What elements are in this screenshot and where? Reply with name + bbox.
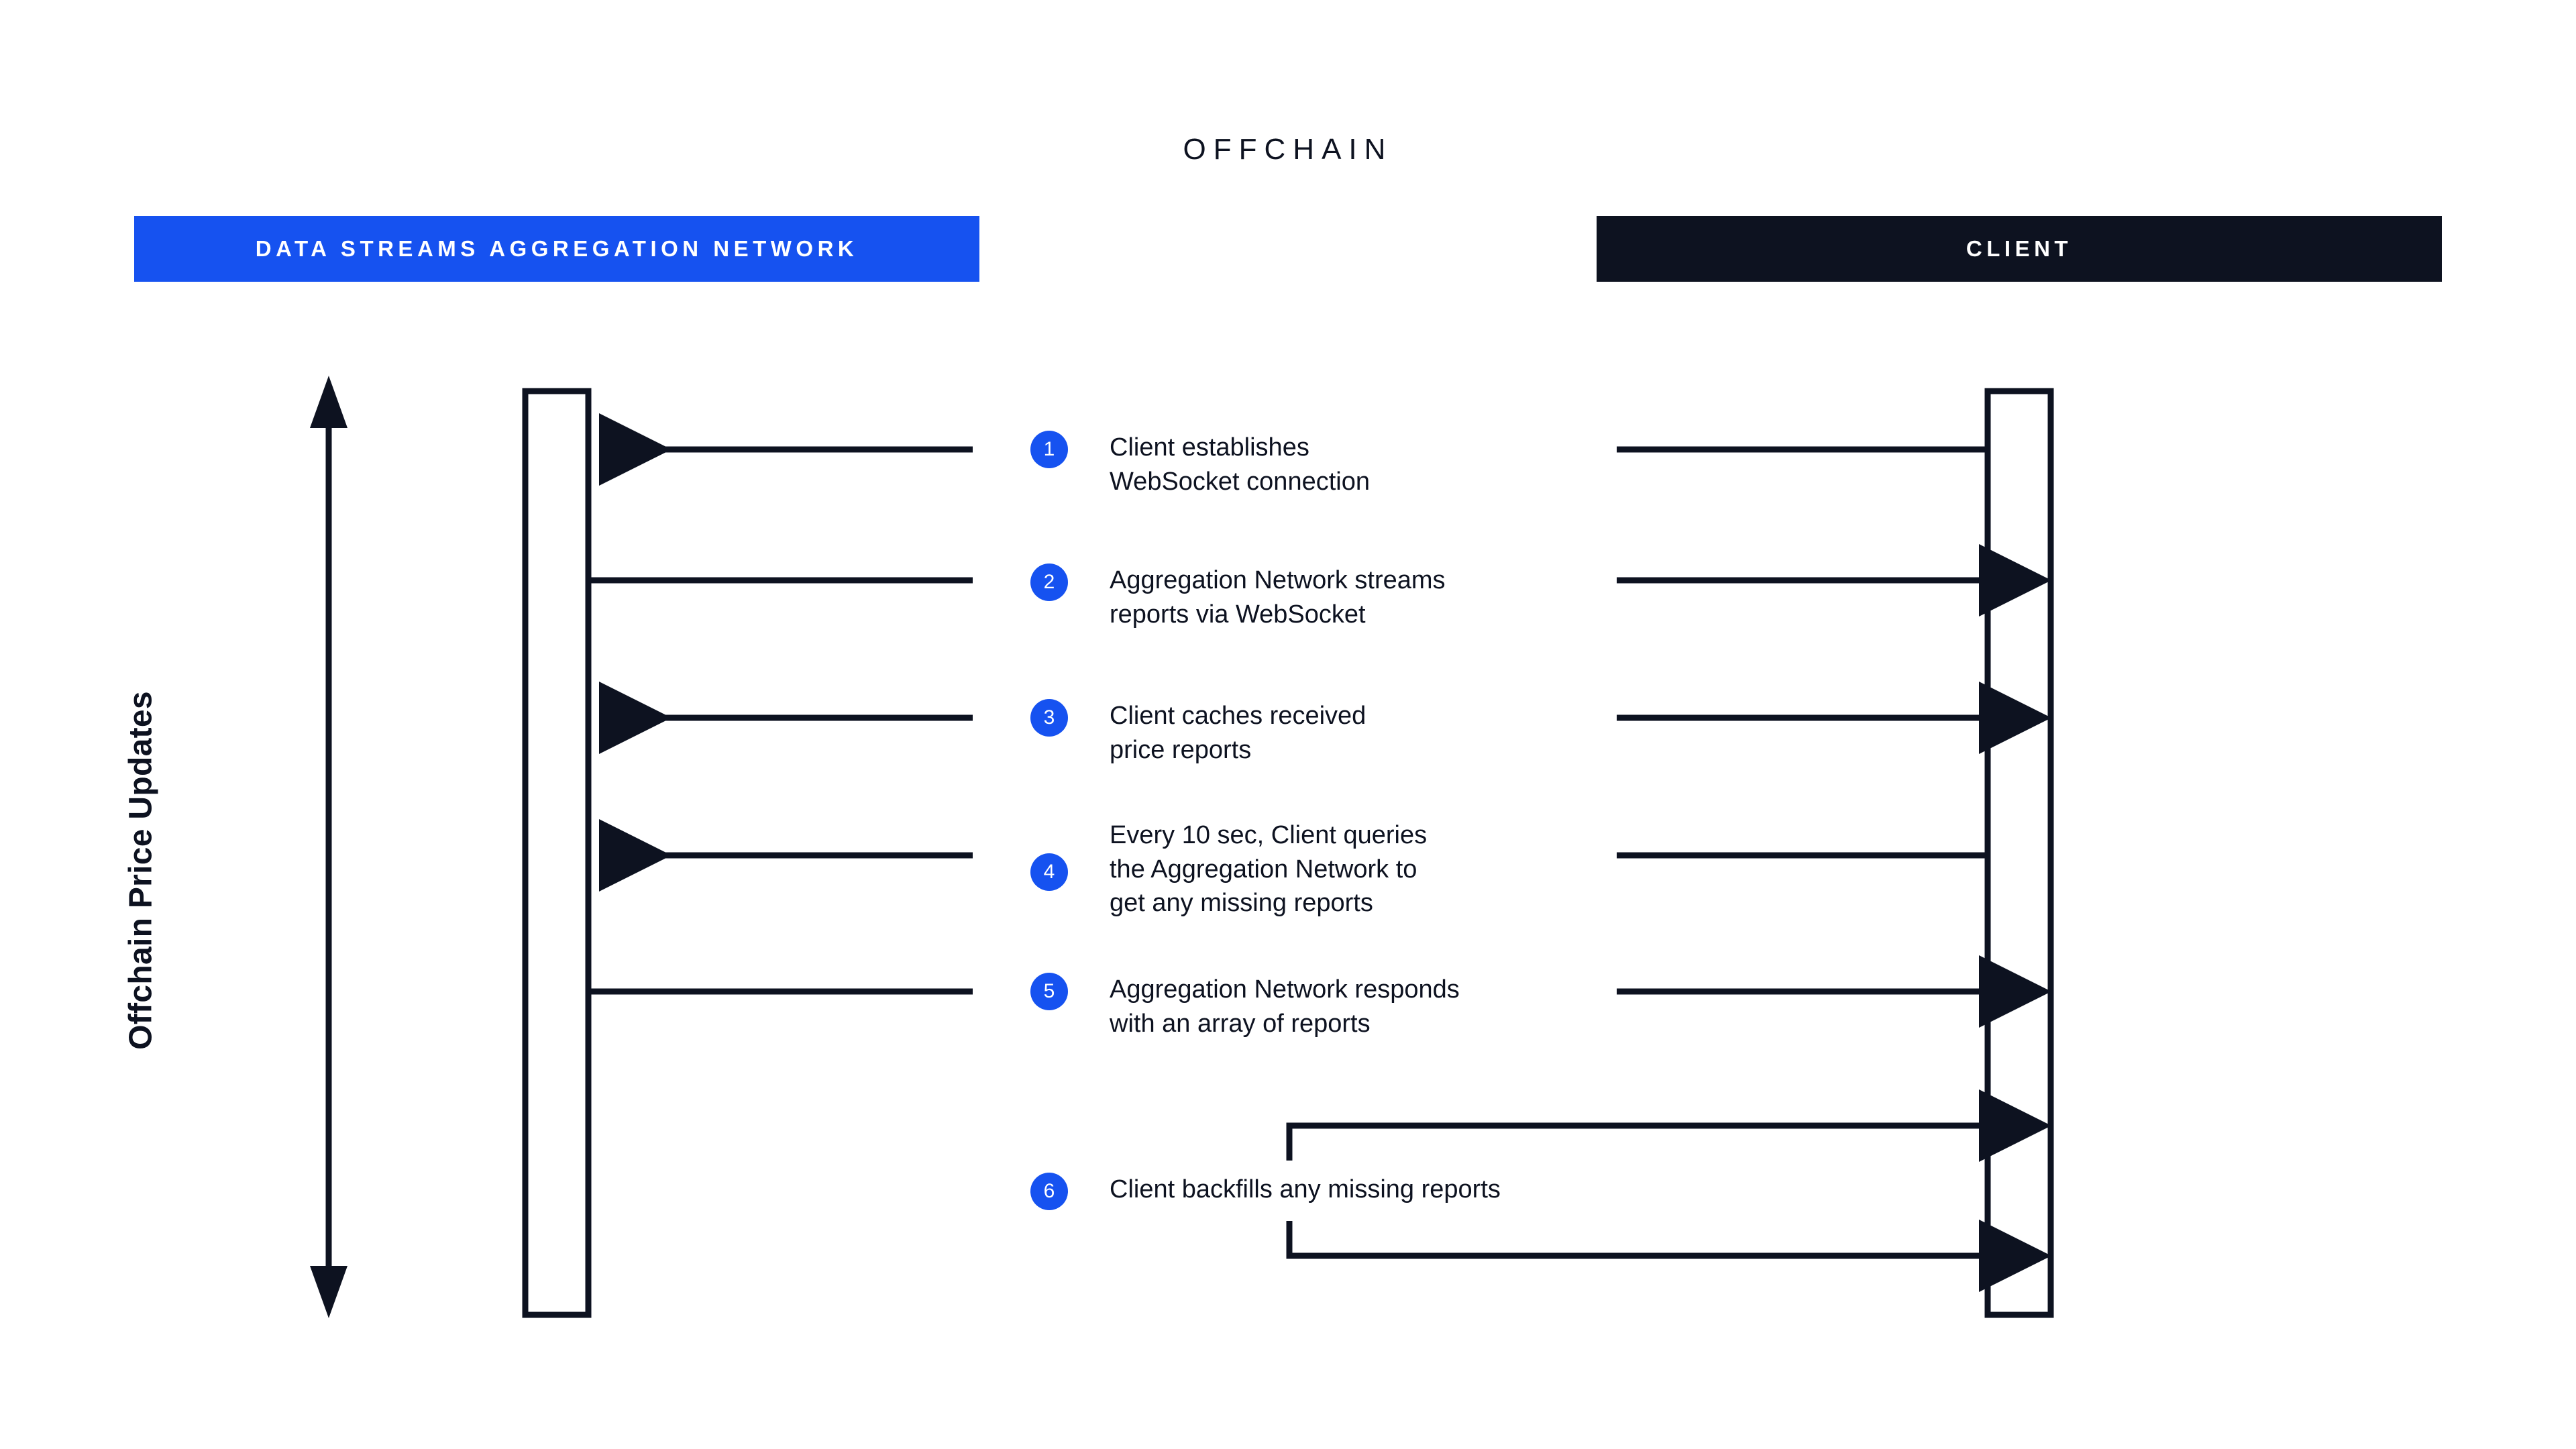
- axis-label-offchain-price-updates: Offchain Price Updates: [123, 691, 159, 1050]
- step-number-badge-4: 4: [1030, 853, 1068, 891]
- step-description-6: Client backfills any missing reports: [1110, 1175, 1501, 1203]
- step-number-badge-3: 3: [1030, 699, 1068, 737]
- step-description-4: Every 10 sec, Client queries the Aggrega…: [1110, 821, 1428, 918]
- step-number-badge-6: 6: [1030, 1173, 1068, 1210]
- step-number-badge-1: 1: [1030, 431, 1068, 468]
- step-number-badge-5: 5: [1030, 973, 1068, 1010]
- lifeline-client: [1984, 388, 2054, 1318]
- step-number-badge-2: 2: [1030, 564, 1068, 601]
- step-item-6: 6 Client backfills any missing reports: [1030, 1173, 1501, 1210]
- time-axis-arrow: [310, 376, 347, 1318]
- step-description-5: Aggregation Network responds with an arr…: [1110, 975, 1460, 1038]
- lane-header-aggregation-network: DATA STREAMS AGGREGATION NETWORK: [134, 216, 979, 282]
- lane-header-aggregation-network-label: DATA STREAMS AGGREGATION NETWORK: [255, 236, 859, 261]
- step-description-1: Client establishes WebSocket connection: [1110, 433, 1370, 496]
- lane-header-client: CLIENT: [1597, 216, 2442, 282]
- step-description-2: Aggregation Network streams reports via …: [1110, 566, 1446, 629]
- step-item-2: 2 Aggregation Network streams reports vi…: [1030, 564, 1446, 631]
- step-item-1: 1 Client establishes WebSocket connectio…: [1030, 431, 1370, 498]
- step-description-3: Client caches received price reports: [1110, 702, 1366, 764]
- step-item-4: 4 Every 10 sec, Client queries the Aggre…: [1030, 818, 1427, 920]
- step-item-5: 5 Aggregation Network responds with an a…: [1030, 973, 1460, 1040]
- page-title: OFFCHAIN: [1183, 133, 1393, 166]
- lifeline-aggregation-network: [522, 388, 592, 1318]
- step-item-3: 3 Client caches received price reports: [1030, 699, 1366, 767]
- lane-header-client-label: CLIENT: [1966, 236, 2073, 261]
